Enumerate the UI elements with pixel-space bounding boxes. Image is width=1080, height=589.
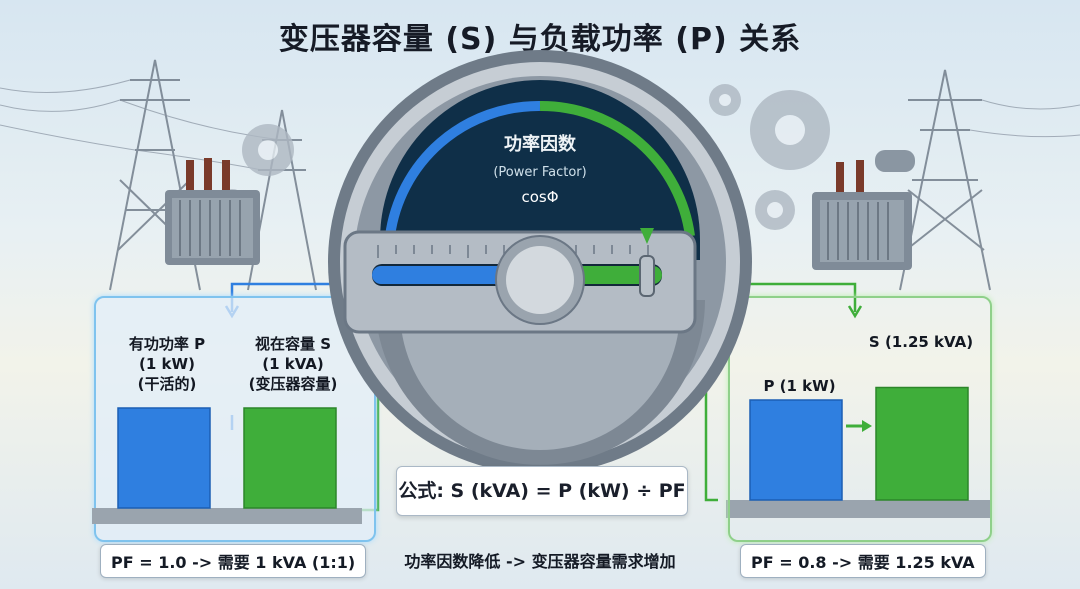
right-arrow-head [862,420,872,432]
bar-left-s [243,407,337,509]
right-base-platform [726,500,992,518]
left-footnote: PF = 1.0 -> 需要 1 kVA (1:1) [100,544,367,578]
panel-pf-0-8 [728,296,992,542]
gauge-label-en: (Power Factor) [493,165,586,180]
pf-pointer-icon [640,228,654,244]
gauge-label-cn: 功率因数 [504,133,577,155]
right-s-label: S (1.25 kVA) [868,333,974,351]
power-tower-right [899,69,991,291]
bar-right-s [875,386,969,501]
left-base-platform [92,508,362,524]
left-s-label: 视在容量 S(1 kVA)(变压器容量) [248,335,338,393]
right-footnote: PF = 0.8 -> 需要 1.25 kVA [740,544,986,578]
transformer-left [165,158,260,265]
bar-left-p [117,407,211,509]
power-lines-right [969,99,1080,138]
slider-track-blue [372,266,512,284]
gauge-arc-green [539,100,695,237]
right-p-label: P (1 kW) [763,377,836,395]
gauge-symbol: cosΦ [521,188,558,206]
bottom-caption: 功率因数降低 -> 变压器容量需求增加 [404,552,676,571]
pf-slider-handle [639,255,655,297]
transformer-right [812,150,915,270]
bar-right-p [749,399,843,501]
gauge-arc-blue [385,100,541,237]
left-p-label: 有功功率 P(1 kW)(干活的) [128,335,206,393]
formula-box: 公式: S (kVA) = P (kW) ÷ PF [396,466,688,516]
